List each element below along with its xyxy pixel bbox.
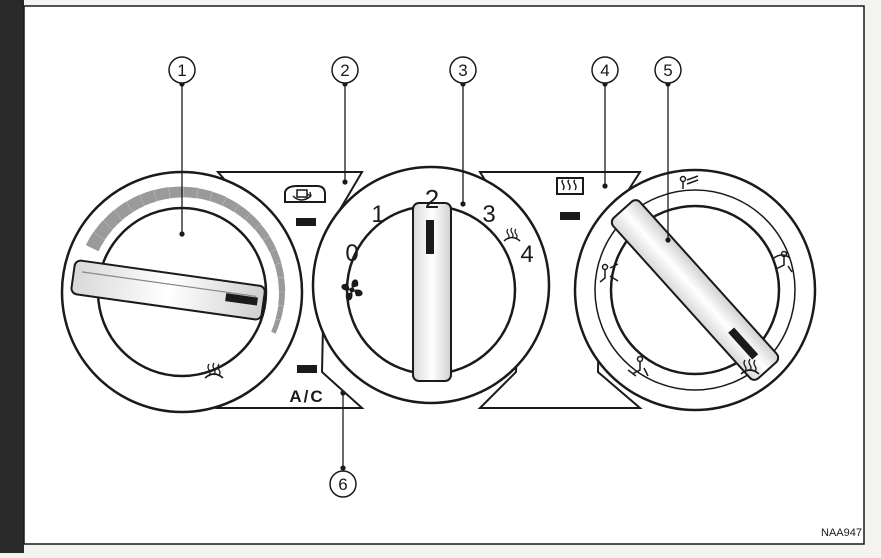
rear-defroster-indicator xyxy=(560,212,580,220)
windshield-defrost-icon xyxy=(204,362,224,379)
temperature-scale-segment xyxy=(209,191,227,206)
temperature-pointer xyxy=(225,293,258,306)
fan-knob-handle[interactable] xyxy=(412,202,452,382)
temperature-scale-segment xyxy=(274,262,285,278)
temperature-scale-segment xyxy=(126,194,145,213)
windshield-defrost-icon xyxy=(503,227,521,242)
temperature-scale-segment xyxy=(114,201,133,221)
vent-foot-icon xyxy=(627,355,649,377)
callout-3-label: 3 xyxy=(458,61,467,80)
rear-defroster-icon xyxy=(556,177,584,195)
airflow-knob-handle[interactable] xyxy=(609,198,780,383)
temperature-scale-segment xyxy=(269,249,282,265)
temperature-scale-segment xyxy=(271,318,281,334)
temperature-scale-segment xyxy=(168,186,184,199)
callout-6 xyxy=(329,470,357,498)
temperature-scale-segment xyxy=(183,186,199,199)
windshield-defrost-icon xyxy=(740,358,760,375)
page-edge-shadow xyxy=(0,0,24,553)
vent-foot-defrost-icon xyxy=(773,250,793,273)
airflow-mode-dial[interactable] xyxy=(573,168,817,412)
temperature-knob-handle[interactable] xyxy=(70,259,266,321)
temperature-scale-segment xyxy=(245,213,261,230)
recirculation-indicator xyxy=(296,218,316,226)
fan-icon xyxy=(341,279,363,301)
fan-speed-3: 3 xyxy=(482,201,495,228)
recirculation-icon xyxy=(284,185,326,203)
fan-speed-0: 0 xyxy=(345,240,358,267)
fan-speed-4: 4 xyxy=(520,241,533,268)
temperature-scale-segment xyxy=(222,197,240,213)
ac-label: A/C xyxy=(289,387,324,406)
callout-4 xyxy=(591,56,619,84)
ac-indicator xyxy=(297,365,317,373)
callout-1 xyxy=(168,56,196,84)
temperature-scale-segment xyxy=(139,189,157,206)
temperature-scale-segment xyxy=(263,236,277,253)
rear-defroster-button[interactable] xyxy=(556,177,584,220)
callout-6-label: 6 xyxy=(338,475,347,494)
vent-bilevel-icon xyxy=(599,263,619,283)
callout-1-label: 1 xyxy=(177,61,186,80)
fan-speed-2: 2 xyxy=(425,184,439,214)
callout-5 xyxy=(654,56,682,84)
vent-face-icon xyxy=(679,175,699,189)
callouts: 1 2 3 4 5 6 xyxy=(168,56,682,498)
temperature-scale-segment xyxy=(234,204,251,221)
figure-code: NAA947 xyxy=(821,527,862,539)
fan-pointer xyxy=(426,220,434,254)
temperature-scale-segment xyxy=(254,224,270,241)
callout-2 xyxy=(331,56,359,84)
temperature-scale-segment xyxy=(93,220,113,240)
temperature-scale-segment xyxy=(85,232,105,252)
callout-2-label: 2 xyxy=(340,61,349,80)
temperature-scale-segment xyxy=(278,291,285,306)
callout-5-label: 5 xyxy=(663,61,672,80)
fan-speed-dial[interactable]: 0 1 2 3 4 xyxy=(311,165,551,405)
recirculation-button[interactable] xyxy=(284,185,326,226)
temperature-scale-segment xyxy=(275,305,284,321)
temperature-scale-segment xyxy=(153,187,170,202)
temperature-scale-segment xyxy=(277,277,286,292)
fan-speed-1: 1 xyxy=(371,201,384,228)
airflow-pointer xyxy=(728,327,759,360)
ac-button[interactable]: A/C xyxy=(289,365,324,406)
temperature-scale-segment xyxy=(103,210,123,230)
callout-3 xyxy=(449,56,477,84)
callout-4-label: 4 xyxy=(600,61,609,80)
temperature-scale-segment xyxy=(196,188,213,202)
temperature-scale xyxy=(85,186,286,334)
